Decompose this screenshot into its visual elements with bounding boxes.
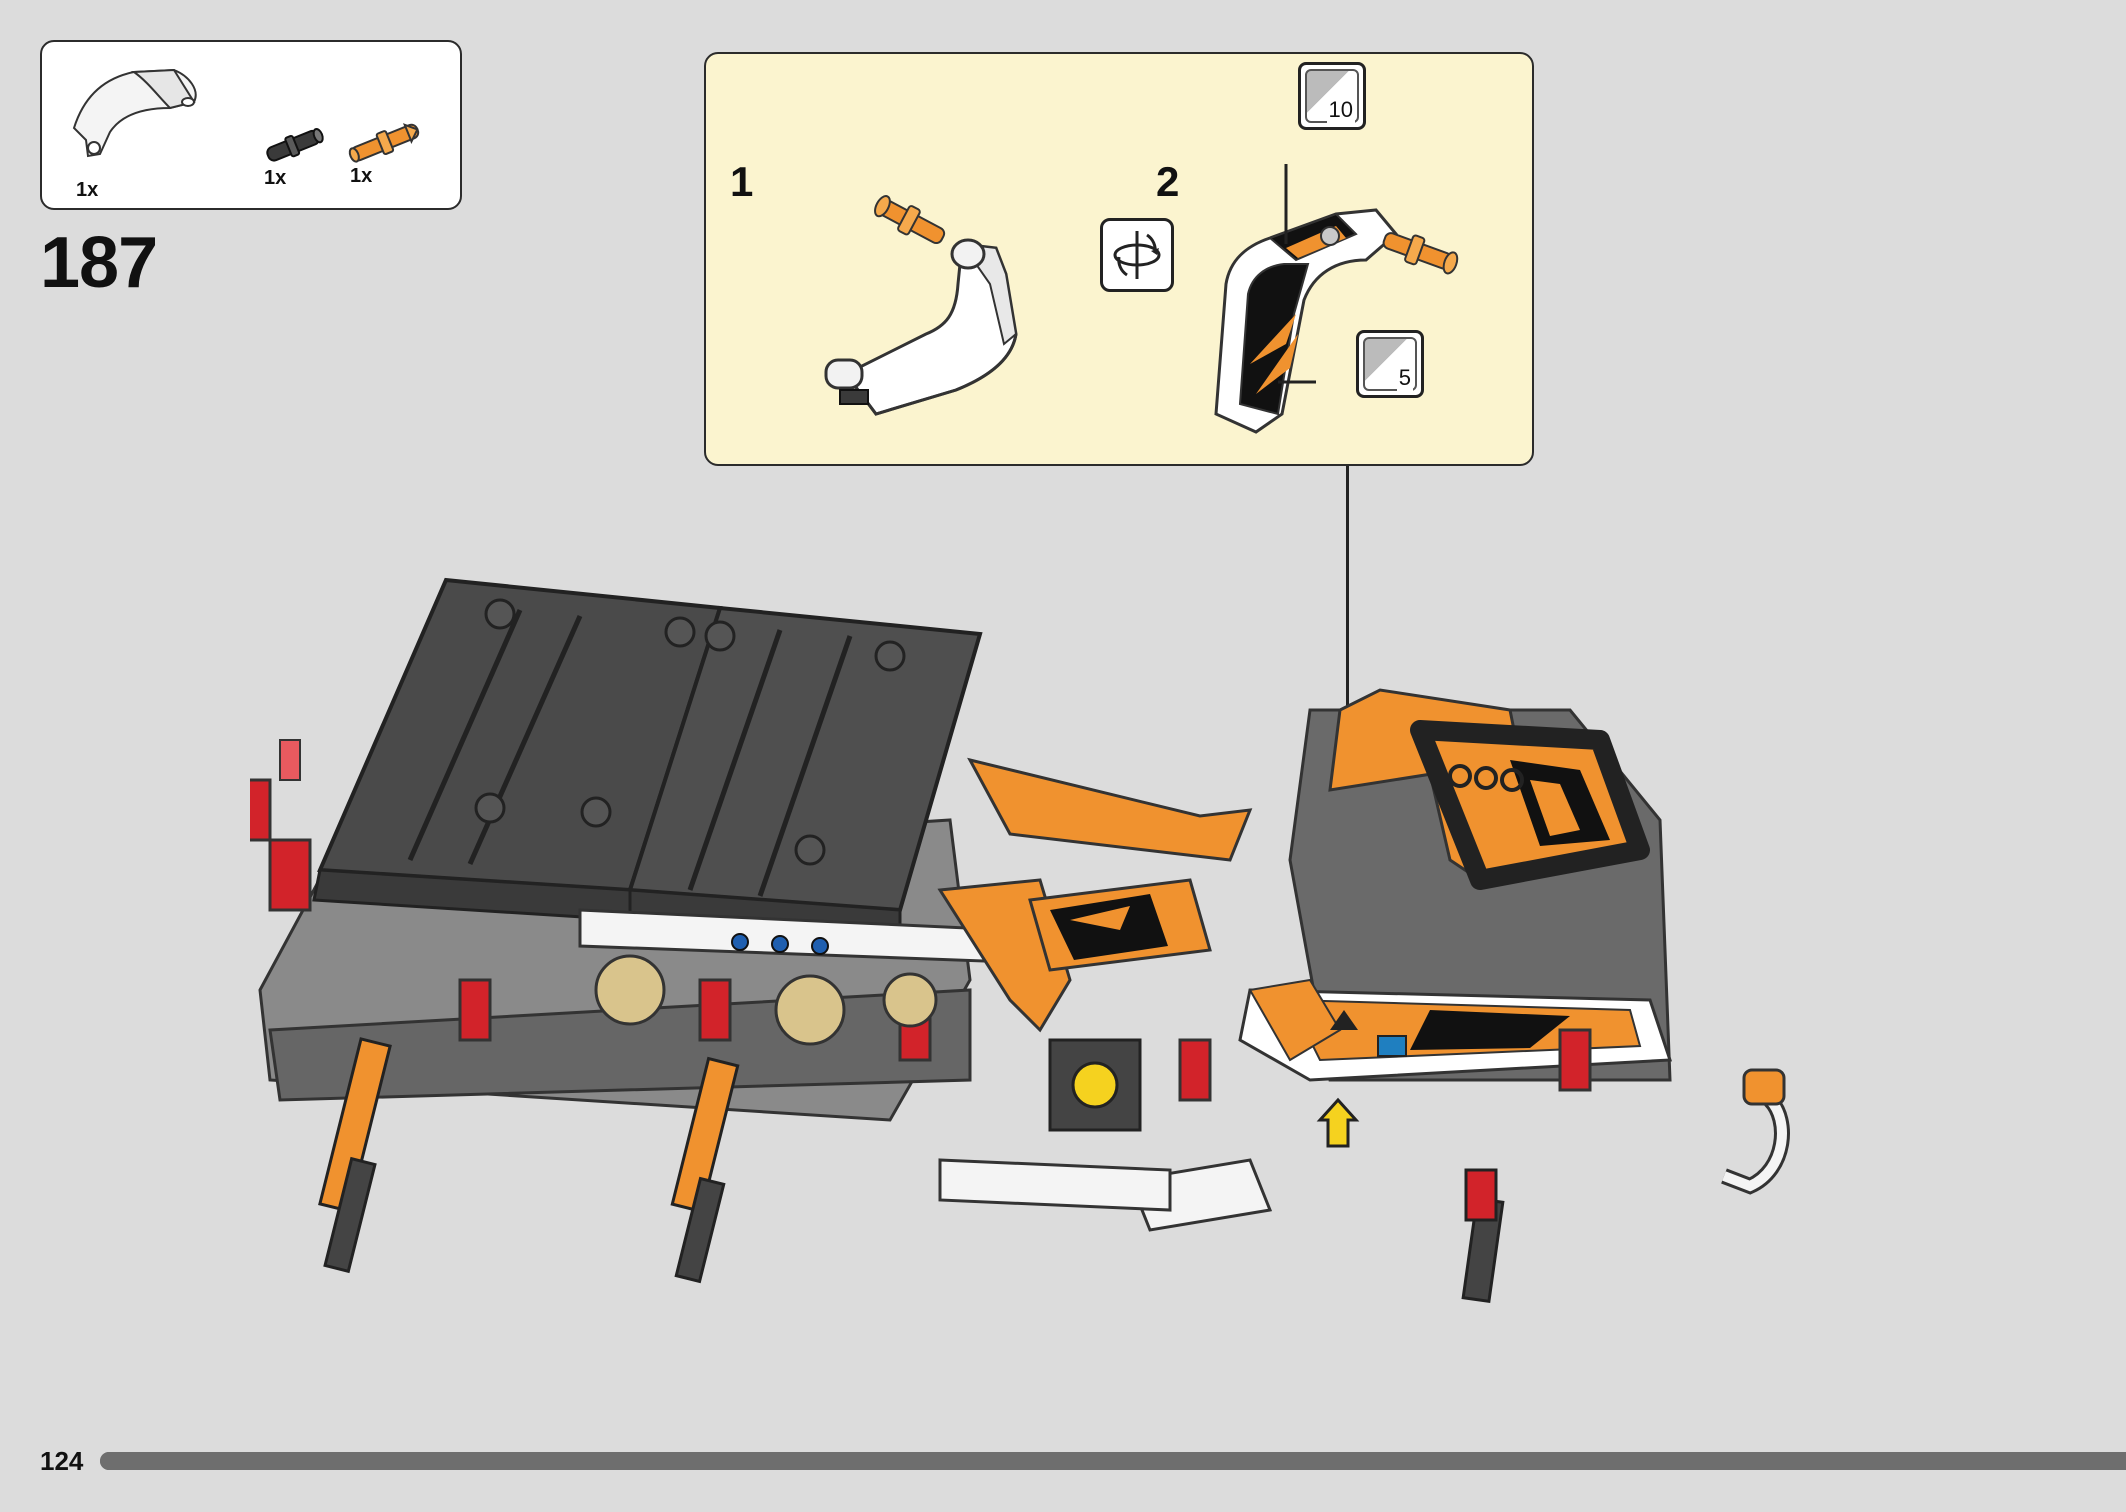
black-pin-icon	[266, 127, 324, 162]
insert-arrow-icon	[1316, 1097, 1360, 1148]
part-black-connector-pin: 1x	[260, 120, 330, 189]
parts-list-box: 1x 1x 1x	[40, 40, 462, 210]
sub-step-number: 2	[1156, 158, 1180, 205]
sticker-number: 5	[1396, 365, 1413, 391]
orange-pin-icon	[348, 123, 420, 163]
part-orange-axle-pin: 1x	[344, 112, 434, 187]
sub-step-number: 1	[730, 158, 754, 205]
step-number: 187	[40, 223, 158, 303]
part-qty: 1x	[350, 165, 373, 187]
rotate-model-icon	[1100, 218, 1174, 292]
sticker-callout: 5	[1356, 330, 1424, 398]
page-number: 124	[40, 1446, 84, 1476]
substep-2-illustration	[1214, 164, 1459, 434]
part-qty: 1x	[264, 167, 287, 189]
main-model-illustration	[250, 577, 1790, 1304]
sticker-number: 10	[1326, 97, 1355, 123]
progress-bar	[100, 1452, 2126, 1470]
sticker-callout: 10	[1298, 62, 1366, 130]
sticker-icon	[1363, 337, 1417, 391]
part-qty: 1x	[76, 179, 99, 201]
progress-fill	[100, 1452, 2126, 1470]
substep-1-illustration	[824, 195, 1018, 416]
white-panel-icon	[72, 68, 197, 158]
part-white-panel: 1x	[64, 56, 204, 201]
